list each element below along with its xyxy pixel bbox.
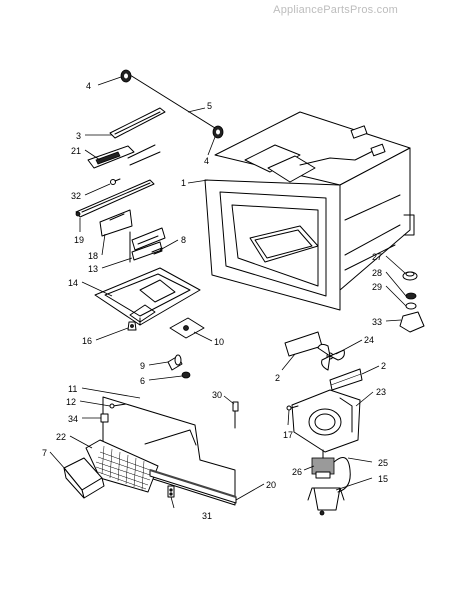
callout-17: 17: [283, 430, 293, 440]
callout-28: 28: [372, 268, 382, 278]
part-20-trim: [149, 469, 237, 504]
callout-4-top: 4: [86, 81, 91, 91]
part-30-thermistor: [232, 401, 239, 429]
callout-15: 15: [378, 474, 388, 484]
part-19-rail: [75, 179, 155, 218]
callout-22: 22: [56, 432, 66, 442]
part-28-ring: [405, 292, 417, 300]
callout-29: 29: [372, 282, 382, 292]
callout-14: 14: [68, 278, 78, 288]
part-13-bracket: [129, 227, 166, 263]
callout-13: 13: [88, 264, 98, 274]
part-25-wire: [333, 457, 351, 493]
part-23-fan-shroud: [291, 389, 361, 453]
callout-1: 1: [181, 178, 186, 188]
part-33-housing: [399, 311, 425, 333]
callout-34: 34: [68, 414, 78, 424]
callout-7: 7: [42, 448, 47, 458]
callout-10: 10: [214, 337, 224, 347]
part-7-cover: [63, 457, 105, 499]
part-31-clip: [167, 485, 175, 498]
part-32-screw: [110, 178, 121, 185]
callout-8: 8: [181, 235, 186, 245]
callout-23: 23: [376, 387, 386, 397]
callout-11: 11: [68, 384, 77, 394]
callout-33: 33: [372, 317, 382, 327]
callout-32: 32: [71, 191, 81, 201]
part-9-socket: [167, 354, 183, 371]
callout-16: 16: [82, 336, 92, 346]
part-1-housing: [204, 111, 415, 311]
part-29-washer: [405, 302, 417, 310]
callout-18: 18: [88, 251, 98, 261]
callout-4-lower: 4: [204, 156, 209, 166]
part-10-pad: [169, 317, 205, 339]
part-3-rail: [109, 107, 166, 139]
callout-21: 21: [71, 146, 81, 156]
part-18-bracket: [99, 209, 133, 237]
part-34-clip: [100, 413, 109, 423]
part-22-grille: [85, 439, 159, 493]
callout-26: 26: [292, 467, 302, 477]
part-8-screw: [151, 247, 163, 255]
leader-lines: [49, 76, 407, 509]
callout-20: 20: [266, 480, 276, 490]
watermark-text: AppliancePartsPros.com: [273, 4, 398, 16]
callout-27: 27: [372, 252, 382, 262]
part-2-pad-right: [329, 368, 363, 391]
callout-31: 31: [202, 511, 212, 521]
part-27-knob: [402, 271, 418, 281]
callout-19: 19: [74, 235, 84, 245]
callout-24: 24: [364, 335, 374, 345]
part-4-gear-top: [120, 69, 132, 83]
callout-12: 12: [66, 397, 76, 407]
callout-3: 3: [76, 131, 81, 141]
part-16-clip: [127, 321, 137, 331]
part-14-cover: [94, 267, 201, 326]
callout-30: 30: [212, 390, 222, 400]
part-15-bracket: [307, 487, 345, 516]
callout-2-left: 2: [275, 373, 280, 383]
callout-5: 5: [207, 101, 212, 111]
part-4-gear-lower: [212, 125, 224, 139]
part-24-fan-blade: [317, 343, 345, 371]
part-26-fan-motor: [311, 449, 335, 479]
callouts: 4 5 3 21 4 1 32 19 18 8 13 14 16 10 9 6 …: [42, 81, 388, 521]
part-6-bulb: [181, 371, 191, 379]
part-21-bracket: [87, 144, 161, 169]
callout-2-right: 2: [381, 361, 386, 371]
part-2-pad-left: [284, 331, 323, 357]
callout-6: 6: [140, 376, 145, 386]
callout-25: 25: [378, 458, 388, 468]
callout-9: 9: [140, 361, 145, 371]
part-5-rod: [129, 73, 216, 129]
